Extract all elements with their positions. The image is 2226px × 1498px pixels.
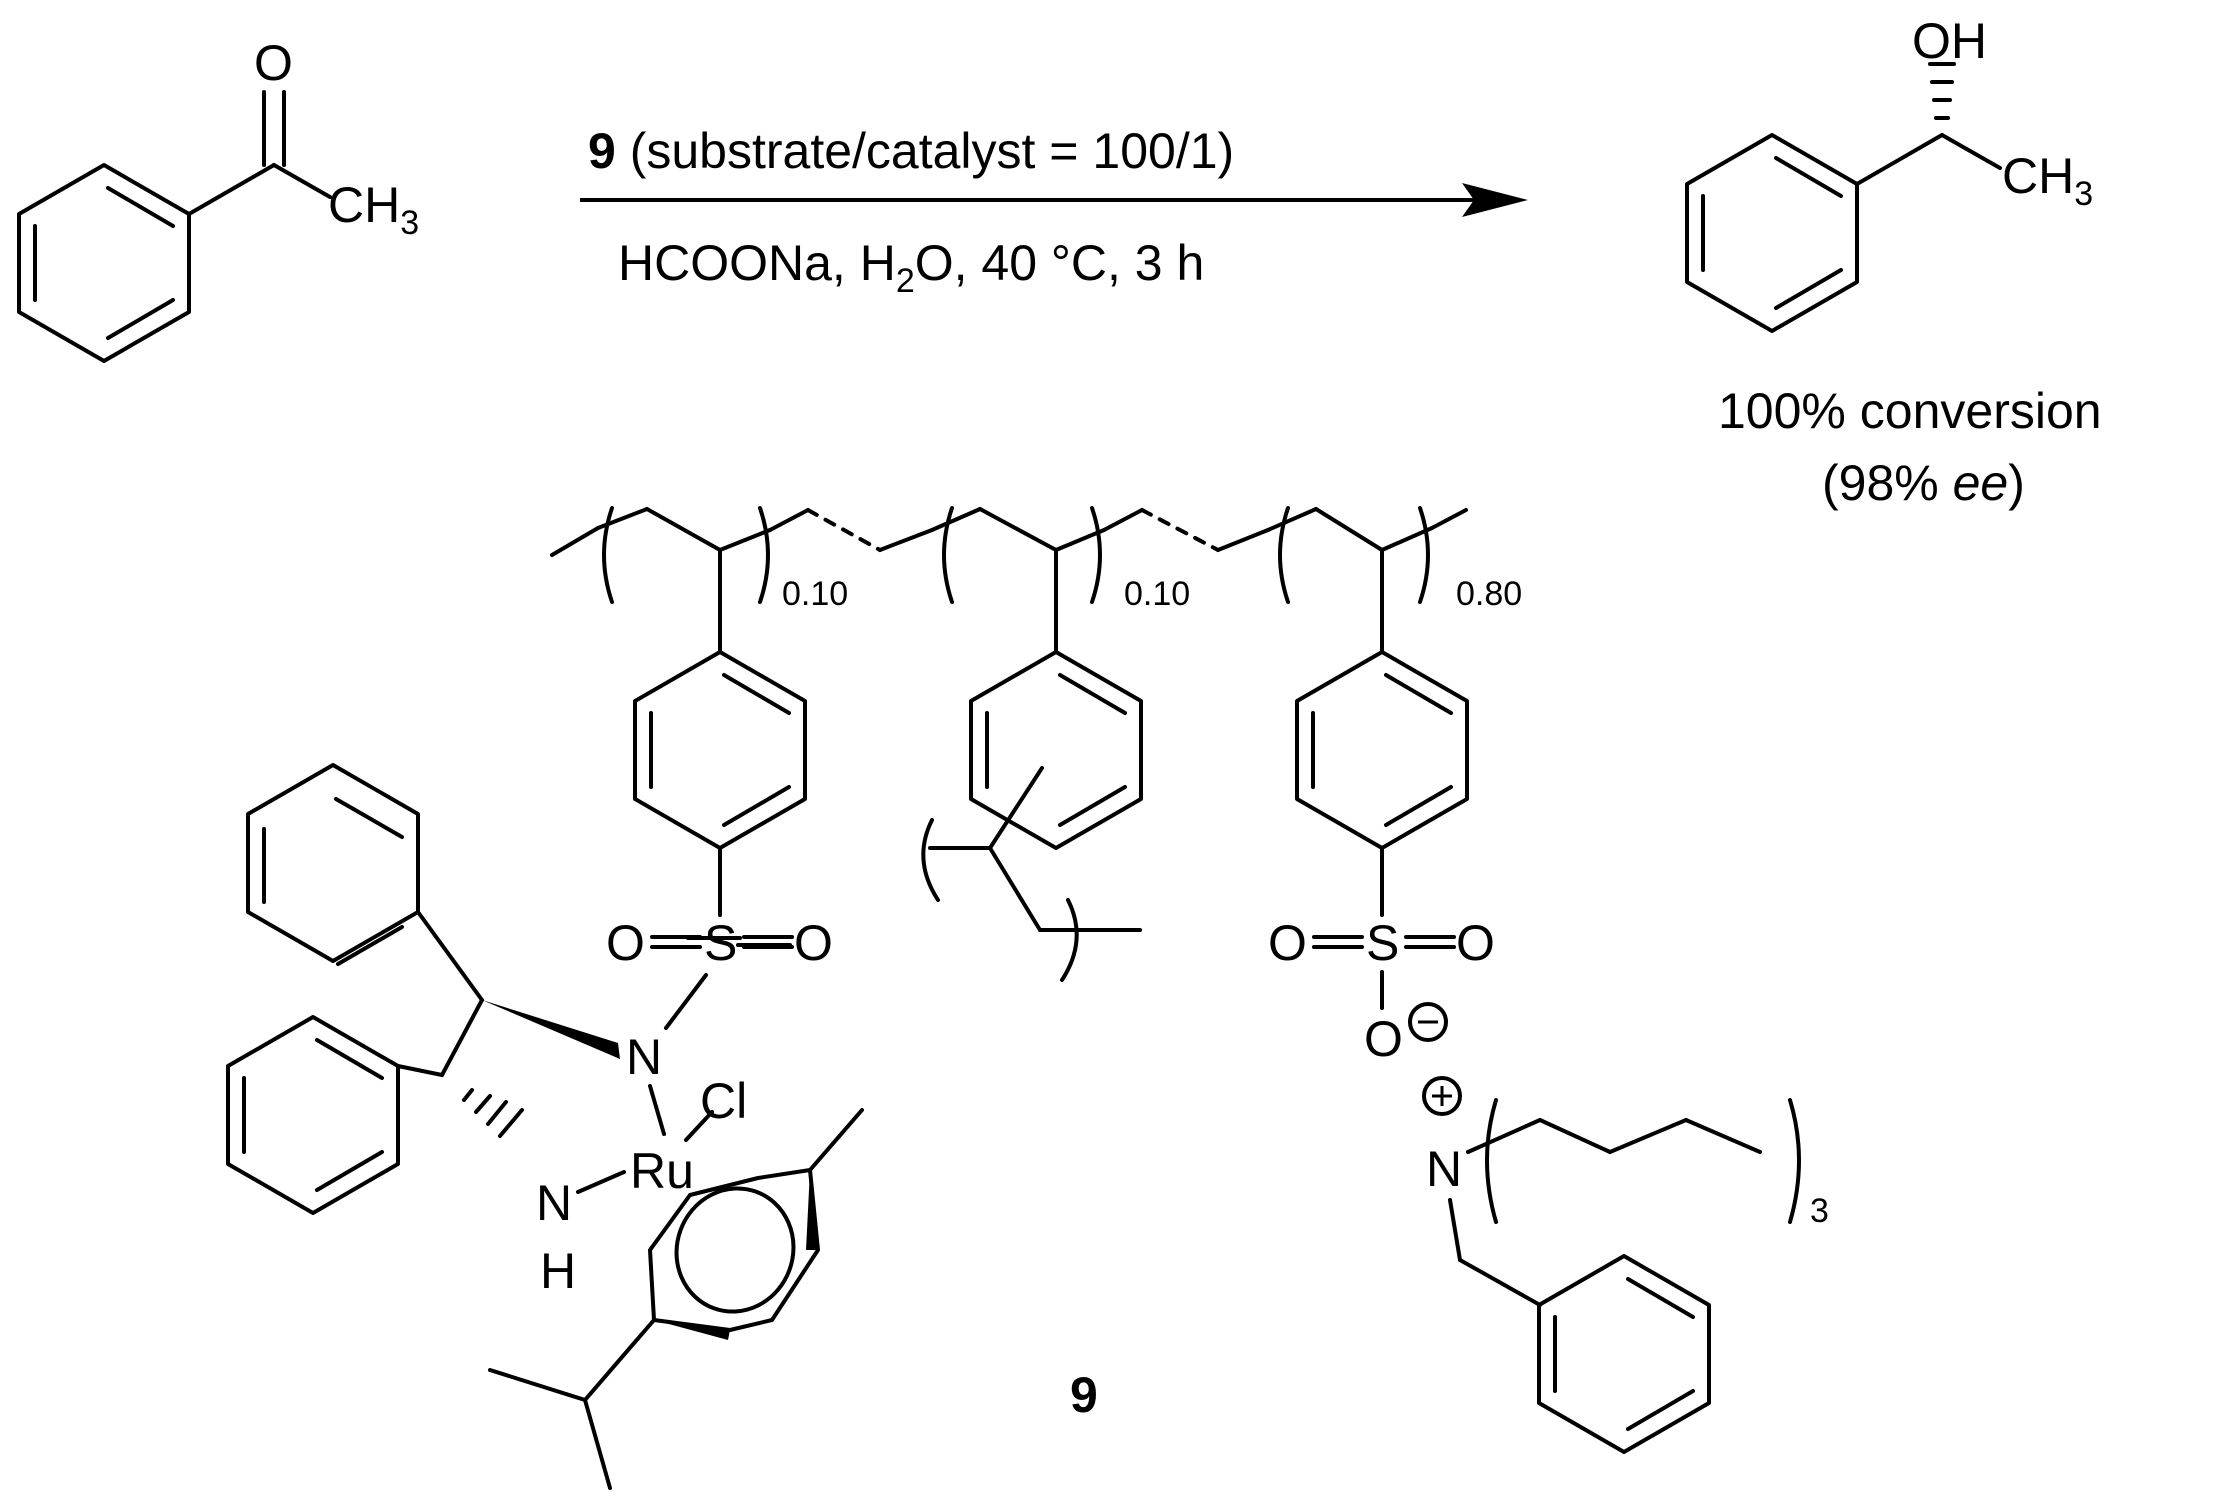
mole-fraction-3: 0.80 bbox=[1456, 575, 1522, 613]
sulfonyl-oxygen-1a: O bbox=[606, 915, 645, 971]
mole-fraction-2: 0.10 bbox=[1124, 575, 1190, 613]
sulfonyl-oxygen-2b: O bbox=[1456, 915, 1495, 971]
product-phenylethanol: OH CH3 bbox=[1685, 13, 2093, 333]
sulfur-atom-2: S bbox=[1366, 915, 1399, 971]
hydroxyl-group: OH bbox=[1912, 13, 1987, 69]
compound-label: 9 bbox=[1070, 1367, 1098, 1423]
crosslink-unit bbox=[921, 548, 1143, 982]
sulfur-atom-1: S bbox=[704, 915, 737, 971]
sulfonate-oxygen: O bbox=[1364, 1011, 1403, 1067]
butyl-count: 3 bbox=[1810, 1192, 1829, 1230]
product-methyl-group: CH3 bbox=[2002, 148, 2093, 213]
polymer-backbone: 0.10 0.10 0.80 bbox=[550, 506, 1522, 613]
mole-fraction-1: 0.10 bbox=[782, 575, 848, 613]
conversion-text: 100% conversion bbox=[1718, 383, 2102, 439]
reaction-arrow bbox=[580, 183, 1528, 217]
chloride-ligand: Cl bbox=[700, 1073, 747, 1129]
ee-text: (98% ee) bbox=[1822, 455, 2025, 511]
sulfonate-unit: S O O O N 3 bbox=[1268, 548, 1829, 1454]
reaction-conditions-top: 9 (substrate/catalyst = 100/1) bbox=[588, 123, 1234, 179]
ammonium-nitrogen: N bbox=[1426, 1141, 1462, 1197]
nitrogen-sulfonamide: N bbox=[626, 1029, 662, 1085]
amine-hydrogen: H bbox=[540, 1243, 576, 1299]
nitrogen-amine: N bbox=[536, 1175, 572, 1231]
carbonyl-oxygen: O bbox=[254, 35, 293, 91]
catalyst-unit: S O O N N H Ru bbox=[226, 548, 864, 1490]
sulfonyl-oxygen-2a: O bbox=[1268, 915, 1307, 971]
sulfonyl-oxygen-1b: O bbox=[794, 915, 833, 971]
ruthenium-atom: Ru bbox=[630, 1143, 694, 1199]
reactant-acetophenone: O CH3 bbox=[17, 35, 419, 363]
methyl-group: CH3 bbox=[328, 177, 419, 242]
reaction-conditions-bottom: HCOONa, H2O, 40 °C, 3 h bbox=[618, 235, 1204, 300]
